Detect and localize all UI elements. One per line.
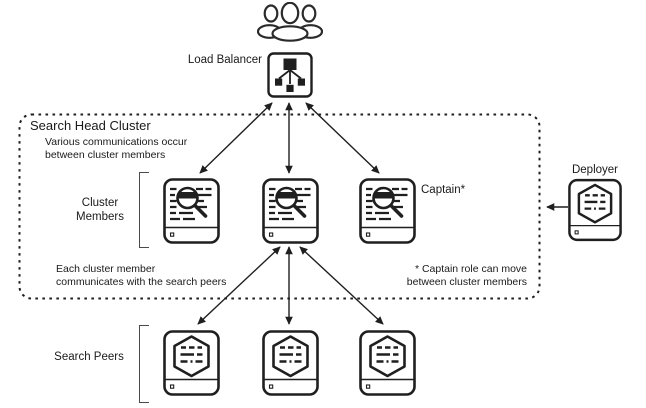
cluster-members-label: Cluster Members — [76, 197, 124, 223]
indexer-icon — [262, 330, 319, 396]
cluster-members-bracket — [139, 172, 149, 248]
deployer-icon — [568, 178, 622, 242]
captain-label: Captain* — [421, 184, 466, 196]
users-icon — [257, 2, 323, 42]
search-head-cluster-title: Search Head Cluster — [30, 118, 151, 133]
deployer-label: Deployer — [571, 164, 619, 176]
search-peers-label: Search Peers — [54, 351, 124, 363]
search-head-icon — [359, 178, 416, 244]
search-peers-bracket — [139, 325, 149, 403]
search-head-icon — [262, 178, 319, 244]
search-head-icon — [163, 178, 220, 244]
indexer-icon — [163, 330, 220, 396]
load-balancer-label: Load Balancer — [187, 54, 262, 66]
arrow-lb-member3 — [305, 102, 380, 174]
arrow-lb-member1 — [199, 102, 273, 174]
note-captain-role: * Captain role can move between cluster … — [406, 263, 527, 288]
note-various-communications: Various communications occur between clu… — [45, 136, 188, 161]
indexer-icon — [359, 330, 416, 396]
note-each-cluster-member: Each cluster member communicates with th… — [56, 263, 227, 288]
load-balancer-icon — [267, 52, 313, 98]
